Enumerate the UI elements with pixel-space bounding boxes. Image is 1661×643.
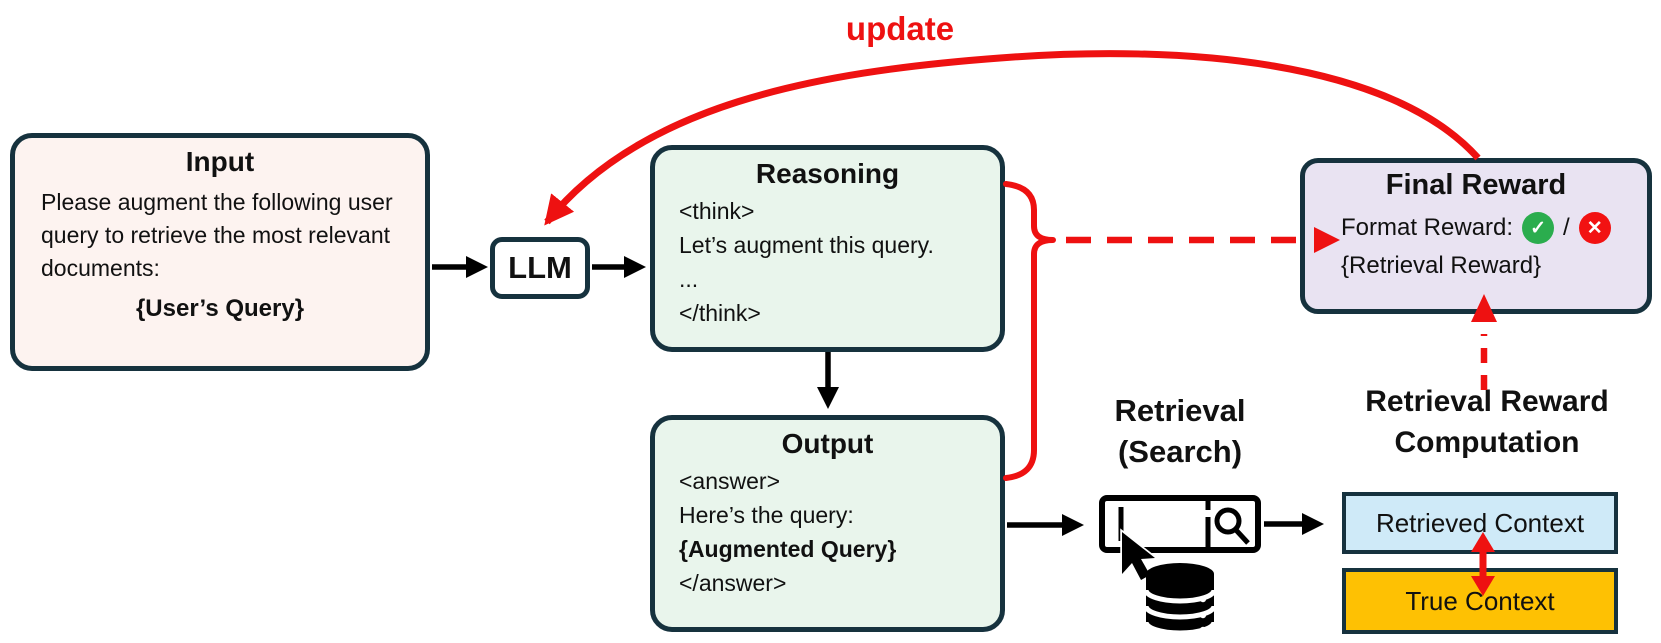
reasoning-line: <think>: [679, 198, 755, 224]
reasoning-line: ...: [679, 266, 699, 292]
output-title: Output: [781, 428, 874, 459]
reward-computation-title: Retrieval Reward Computation: [1337, 381, 1637, 463]
final-reward-box: Final Reward Format Reward: ✓ / ✕ {Retri…: [1300, 158, 1652, 314]
slash-separator: /: [1563, 214, 1570, 241]
dashed-arrow-to-final-reward: [1066, 227, 1340, 253]
arrow-output-to-search: [1007, 514, 1084, 536]
retrieval-reward-variable: {Retrieval Reward}: [1341, 252, 1542, 279]
arrow-llm-to-reasoning: [592, 256, 646, 278]
true-context-label: True Context: [1405, 585, 1555, 616]
arrow-input-to-llm: [432, 256, 488, 278]
retrieval-label-line2: (Search): [1117, 434, 1243, 469]
reasoning-line: Let’s augment this query.: [679, 232, 934, 258]
llm-box: LLM: [490, 237, 590, 299]
output-line: <answer>: [679, 468, 781, 494]
reward-computation-title-line1: Retrieval Reward: [1365, 385, 1609, 418]
arrow-search-to-retrieved: [1264, 513, 1324, 535]
input-box: Input Please augment the following user …: [10, 133, 430, 371]
augmented-query-variable: {Augmented Query}: [679, 536, 897, 562]
retrieval-search-label: Retrieval (Search): [1085, 390, 1275, 472]
true-context-box: True Context: [1342, 568, 1618, 634]
output-line: Here’s the query:: [679, 502, 854, 528]
magnifier-icon: [1214, 507, 1250, 545]
output-box: Output <answer> Here’s the query: {Augme…: [650, 415, 1005, 632]
retrieval-label-line1: Retrieval: [1114, 393, 1246, 428]
check-circle-icon: ✓: [1522, 212, 1555, 244]
output-line: </answer>: [679, 570, 787, 596]
input-body-text: Please augment the following user query …: [41, 189, 393, 281]
check-glyph: ✓: [1530, 217, 1546, 239]
format-reward-label: Format Reward:: [1341, 214, 1514, 241]
search-bar-icon: [1099, 495, 1261, 583]
llm-label: LLM: [508, 250, 572, 285]
mouse-pointer-icon: [1120, 528, 1160, 583]
arrow-reasoning-to-output: [817, 352, 839, 409]
format-reward-line: Format Reward: ✓ / ✕: [1305, 202, 1647, 244]
grouping-brace: [1003, 181, 1056, 481]
cross-glyph: ✕: [1586, 217, 1603, 239]
input-title: Input: [185, 146, 255, 177]
reasoning-line: </think>: [679, 300, 761, 326]
user-query-variable: {User’s Query}: [135, 295, 305, 322]
cross-circle-icon: ✕: [1578, 212, 1611, 244]
retrieved-context-box: Retrieved Context: [1342, 492, 1618, 554]
reasoning-title: Reasoning: [755, 158, 900, 189]
reward-computation-title-line2: Computation: [1394, 426, 1580, 459]
database-icon: [1143, 563, 1217, 636]
final-reward-title: Final Reward: [1385, 169, 1567, 201]
reasoning-box: Reasoning <think> Let’s augment this que…: [650, 145, 1005, 352]
retrieved-context-label: Retrieved Context: [1375, 507, 1585, 538]
update-label: update: [845, 10, 955, 47]
